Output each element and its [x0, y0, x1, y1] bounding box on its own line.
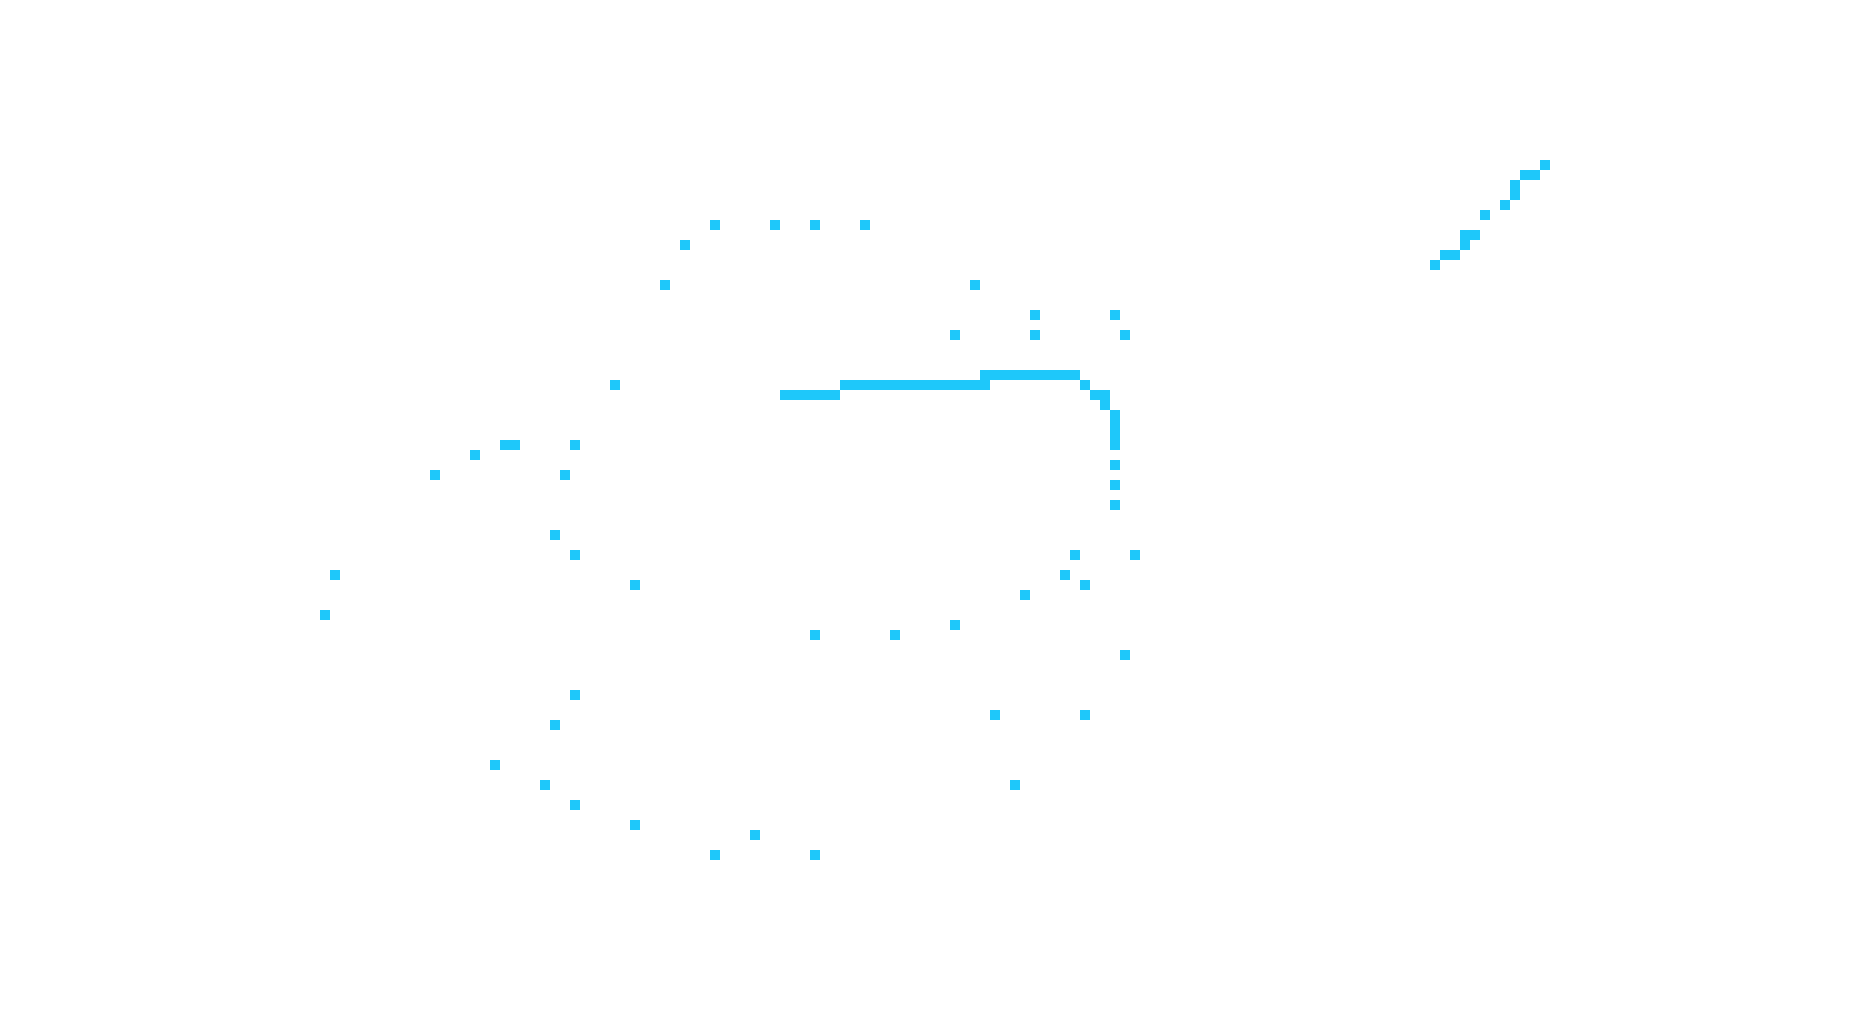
- painted-pixel: [810, 850, 820, 860]
- painted-pixel: [570, 550, 580, 560]
- painted-pixel: [430, 470, 440, 480]
- painted-pixel: [560, 470, 570, 480]
- painted-pixel: [710, 220, 720, 230]
- painted-pixel: [1440, 250, 1460, 260]
- painted-pixel: [1510, 180, 1520, 190]
- painted-pixel: [810, 220, 820, 230]
- painted-pixel: [890, 630, 900, 640]
- painted-pixel: [540, 780, 550, 790]
- painted-pixel: [490, 760, 500, 770]
- painted-pixel: [660, 280, 670, 290]
- painted-pixel: [1110, 310, 1120, 320]
- painted-pixel: [1030, 330, 1040, 340]
- painted-pixel: [680, 240, 690, 250]
- painted-pixel: [1430, 260, 1440, 270]
- painted-pixel: [1130, 550, 1140, 560]
- painted-pixel: [570, 690, 580, 700]
- painted-pixel: [1010, 780, 1020, 790]
- painted-pixel: [500, 440, 520, 450]
- painted-pixel: [1110, 460, 1120, 470]
- painted-pixel: [1510, 190, 1520, 200]
- painted-pixel: [1480, 210, 1490, 220]
- painted-pixel: [550, 720, 560, 730]
- painted-pixel: [1110, 440, 1120, 450]
- painted-pixel: [1080, 380, 1090, 390]
- painted-pixel: [770, 220, 780, 230]
- painted-pixel: [610, 380, 620, 390]
- painted-pixel: [840, 380, 990, 390]
- painted-pixel: [1070, 550, 1080, 560]
- painted-pixel: [1110, 480, 1120, 490]
- painted-pixel: [1110, 410, 1120, 420]
- painted-pixel: [950, 620, 960, 630]
- painted-pixel: [1540, 160, 1550, 170]
- painted-pixel: [810, 630, 820, 640]
- painted-pixel: [1460, 240, 1470, 250]
- painted-pixel: [1460, 230, 1480, 240]
- painted-pixel: [780, 390, 840, 400]
- painted-pixel: [550, 530, 560, 540]
- painted-pixel: [860, 220, 870, 230]
- painted-pixel: [1500, 200, 1510, 210]
- painted-pixel: [1080, 710, 1090, 720]
- painted-pixel: [1030, 310, 1040, 320]
- painted-pixel: [970, 280, 980, 290]
- painted-pixel: [1120, 650, 1130, 660]
- painted-pixel: [710, 850, 720, 860]
- painted-pixel: [1100, 400, 1110, 410]
- painted-pixel: [630, 820, 640, 830]
- painted-pixel: [470, 450, 480, 460]
- painted-pixel: [1110, 430, 1120, 440]
- painted-pixel: [570, 800, 580, 810]
- painted-pixel: [570, 440, 580, 450]
- painted-pixel: [980, 370, 1080, 380]
- painted-pixel: [1090, 390, 1110, 400]
- painted-pixel: [750, 830, 760, 840]
- painted-pixel: [950, 330, 960, 340]
- painted-pixel: [1080, 580, 1090, 590]
- painted-pixel: [320, 610, 330, 620]
- painted-pixel: [1020, 590, 1030, 600]
- painted-pixel: [1110, 420, 1120, 430]
- painted-pixel: [1520, 170, 1540, 180]
- painted-pixel: [1060, 570, 1070, 580]
- painted-pixel: [1110, 500, 1120, 510]
- painted-pixel: [630, 580, 640, 590]
- painted-pixel: [990, 710, 1000, 720]
- painted-pixel: [1120, 330, 1130, 340]
- painted-pixel: [330, 570, 340, 580]
